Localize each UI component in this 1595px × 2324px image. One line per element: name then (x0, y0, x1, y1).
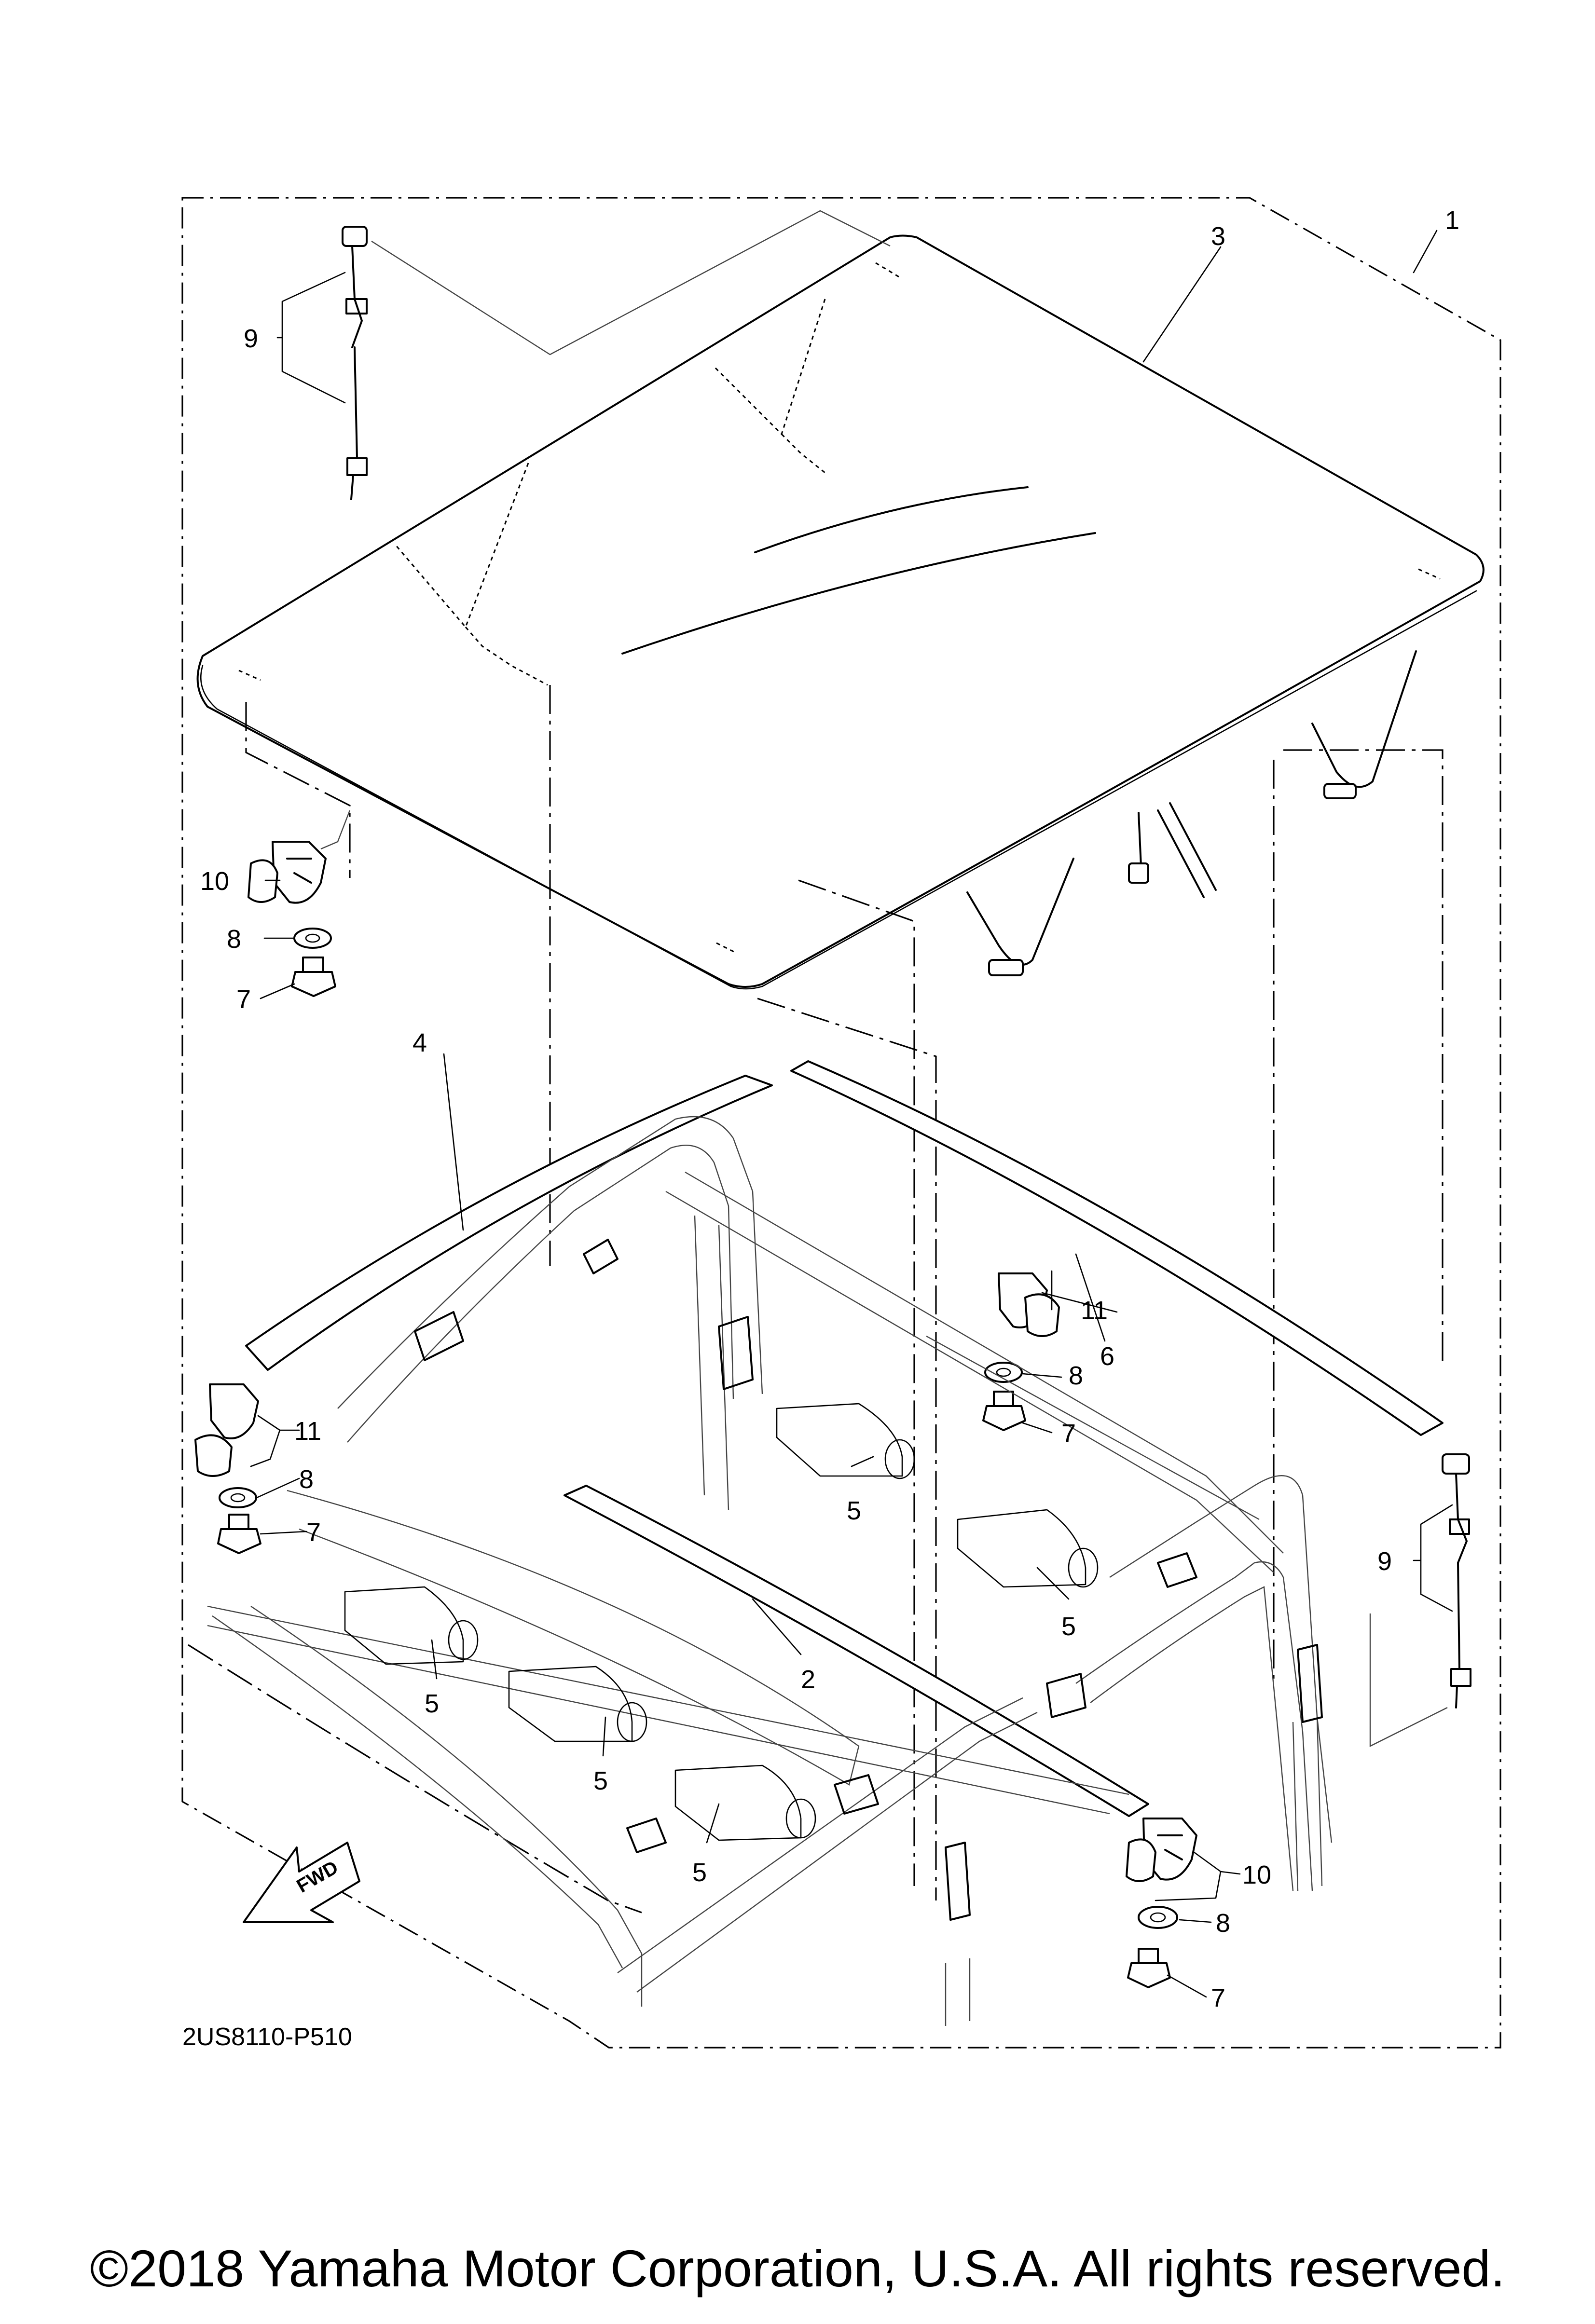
roll-cage-frame (188, 1116, 1333, 2026)
fwd-arrow-icon: FWD (243, 1842, 360, 1923)
callout-3: 3 (1211, 222, 1225, 251)
clamp-right (1126, 1818, 1197, 1882)
callout-7-left: 7 (236, 985, 251, 1014)
decal-group (344, 1403, 1099, 1841)
callout-8-right: 8 (1216, 1909, 1230, 1938)
washer-11-right (984, 1362, 1023, 1383)
clamp-left (248, 810, 351, 904)
callout-5-mid: 5 (847, 1496, 861, 1525)
assembly-boundary (181, 197, 1501, 2049)
copyright-notice: ©2018 Yamaha Motor Corporation, U.S.A. A… (90, 2239, 1505, 2297)
callout-5-left-c: 5 (692, 1858, 707, 1887)
roof-mount-mid (1138, 802, 1217, 898)
callout-8-left-lower: 8 (299, 1465, 314, 1494)
washer-11-left (219, 1487, 257, 1508)
callout-9-left: 9 (244, 324, 258, 353)
roof-mount-rear (1311, 650, 1417, 788)
clamp-11-right (998, 1272, 1060, 1337)
strap-right (1369, 1453, 1471, 1747)
callout-7-mid: 7 (1061, 1419, 1076, 1448)
bolt-11-right (982, 1391, 1026, 1431)
callout-10-left: 10 (200, 867, 229, 896)
callout-5-left-b: 5 (593, 1766, 608, 1795)
callout-4: 4 (412, 1028, 427, 1057)
roof-mount-front (966, 858, 1074, 966)
callout-11-right: 11 (1081, 1296, 1108, 1325)
callout-7-left-lower: 7 (306, 1518, 321, 1547)
callout-2: 2 (801, 1665, 815, 1694)
bolt-11-left (217, 1514, 261, 1554)
callout-9-right: 9 (1377, 1547, 1392, 1576)
callout-8-mid: 8 (1069, 1361, 1083, 1390)
washer-right (1138, 1906, 1178, 1929)
callout-5-right: 5 (1061, 1612, 1076, 1641)
bolt-right (1127, 1948, 1171, 1988)
leader-lines (250, 230, 1453, 1998)
callout-1: 1 (1445, 206, 1459, 235)
bolt-left (291, 957, 336, 997)
washer-left (293, 928, 332, 949)
callout-labels: 1 3 9 10 8 7 4 11 8 7 11 6 8 7 5 5 9 2 5… (200, 206, 1459, 2012)
callout-10-right: 10 (1242, 1860, 1271, 1889)
callout-7-right: 7 (1211, 1983, 1225, 2012)
weatherstrip-6 (790, 1060, 1444, 1436)
callout-6: 6 (1100, 1342, 1114, 1371)
callout-11-left: 11 (294, 1417, 321, 1446)
diagram-code: 2US8110-P510 (182, 2023, 352, 2051)
callout-5-left-a: 5 (425, 1689, 439, 1718)
roof-panel (196, 234, 1485, 990)
callout-8-left: 8 (227, 925, 241, 954)
weatherstrip-2 (564, 1485, 1149, 1817)
clamp-11-left (194, 1383, 259, 1477)
strap-left (342, 210, 891, 500)
weatherstrip-4 (245, 1075, 773, 1371)
